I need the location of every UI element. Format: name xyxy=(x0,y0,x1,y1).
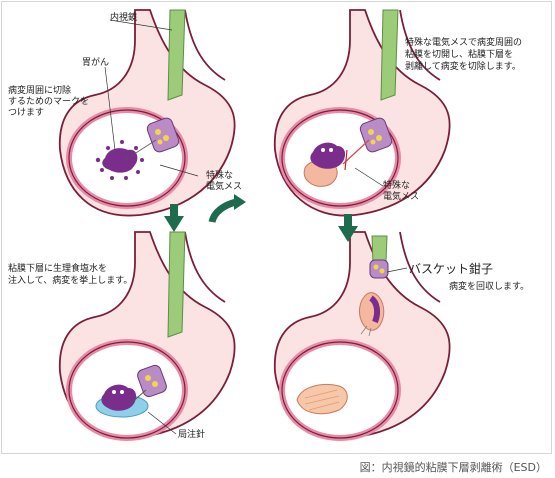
knife-wire-2 xyxy=(342,139,370,165)
gastric-cancer-lesion-1 xyxy=(95,140,144,180)
label-step2-note-2: 粘膜を切開し、粘膜下層を xyxy=(405,50,514,60)
arrow-curved-up xyxy=(208,194,246,224)
endoscope-tube-3 xyxy=(167,231,186,338)
label-special-knife-2b: 電気メス xyxy=(383,192,420,202)
label-step2-note-1: 特殊な電気メスで病変周囲の xyxy=(405,38,523,48)
label-local-injection-needle: 局注針 xyxy=(178,430,206,440)
label-basket-forceps: バスケット鉗子 xyxy=(409,262,494,276)
label-special-knife-2a: 特殊な xyxy=(383,181,411,191)
label-recover-note: 病変を回収します。 xyxy=(449,282,530,292)
stomach-diagram-1 xyxy=(58,9,236,217)
knife-wire-1 xyxy=(124,139,157,161)
leader-knife-2 xyxy=(354,167,384,187)
endoscope-tip-4 xyxy=(369,259,389,279)
arrow-down-left xyxy=(164,204,184,232)
injection-needle xyxy=(129,389,147,405)
endoscope-tip-3 xyxy=(137,364,167,398)
gastric-cancer-lesion-2 xyxy=(310,142,346,169)
arrow-down-right xyxy=(338,214,358,242)
label-marking-note-1: 病変周囲に切除 xyxy=(8,86,72,96)
post-excision-ulcer xyxy=(296,384,348,415)
leader-knife-1 xyxy=(159,164,199,177)
endoscope-tip-2 xyxy=(359,117,393,153)
gastric-cancer-lesion-3 xyxy=(101,384,137,411)
label-marking-note-3: つけます xyxy=(8,108,45,118)
stomach-diagram-3 xyxy=(58,231,236,441)
label-gastric-cancer: 胃がん xyxy=(82,58,110,68)
figure-frame xyxy=(1,1,552,454)
leader-endoscope xyxy=(109,19,173,31)
leader-cancer xyxy=(104,66,116,151)
label-endoscope: 内視鏡 xyxy=(110,13,138,23)
leader-needle xyxy=(147,411,177,435)
endoscope-tip-1 xyxy=(146,117,180,153)
label-special-knife-1a: 特殊な xyxy=(206,171,234,181)
label-step3-note-2: 注入して、病変を挙上します。 xyxy=(8,276,133,286)
label-special-knife-1b: 電気メス xyxy=(206,182,243,192)
basket-forceps-tissue xyxy=(359,292,385,331)
label-marking-note-2: するためのマークを xyxy=(8,97,90,107)
label-step2-note-3: 剥離して病変を切除します。 xyxy=(405,62,521,72)
stomach-diagram-4 xyxy=(273,231,451,441)
endoscope-tube-1 xyxy=(167,9,186,101)
stomach-diagram-2 xyxy=(273,9,451,217)
label-step3-note-1: 粘膜下層に生理食塩水を xyxy=(8,264,108,274)
endoscope-tube-2 xyxy=(380,9,399,101)
figure-caption: 図：内視鏡的粘膜下層剥離術（ESD） xyxy=(359,461,547,474)
leader-basket xyxy=(386,267,408,273)
